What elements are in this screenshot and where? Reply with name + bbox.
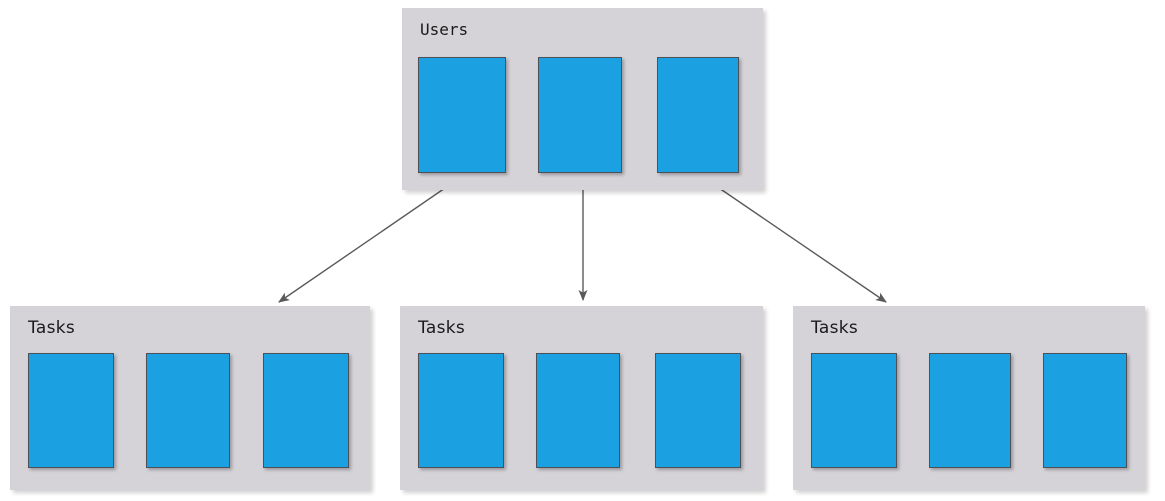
node-box[interactable] (418, 353, 504, 468)
group-label-tasks-1: Tasks (28, 318, 76, 338)
node-box[interactable] (538, 57, 622, 173)
node-box[interactable] (418, 57, 506, 173)
node-box[interactable] (929, 353, 1011, 468)
group-label-tasks-2: Tasks (418, 318, 466, 338)
group-label-users: Users (420, 20, 469, 39)
group-panel-users[interactable]: Users (402, 8, 763, 190)
node-box[interactable] (811, 353, 897, 468)
connector-arrow-users-to-tasks-3 (699, 174, 887, 303)
node-box[interactable] (655, 353, 741, 468)
node-box[interactable] (263, 353, 349, 468)
group-panel-tasks-1[interactable]: Tasks (10, 306, 370, 490)
node-box[interactable] (146, 353, 230, 468)
group-panel-tasks-2[interactable]: Tasks (400, 306, 763, 490)
node-box[interactable] (1043, 353, 1127, 468)
connector-arrow-users-to-tasks-1 (278, 174, 465, 303)
node-box[interactable] (657, 57, 739, 173)
group-panel-tasks-3[interactable]: Tasks (793, 306, 1145, 490)
node-box[interactable] (536, 353, 620, 468)
node-box[interactable] (28, 353, 114, 468)
group-label-tasks-3: Tasks (811, 318, 859, 338)
